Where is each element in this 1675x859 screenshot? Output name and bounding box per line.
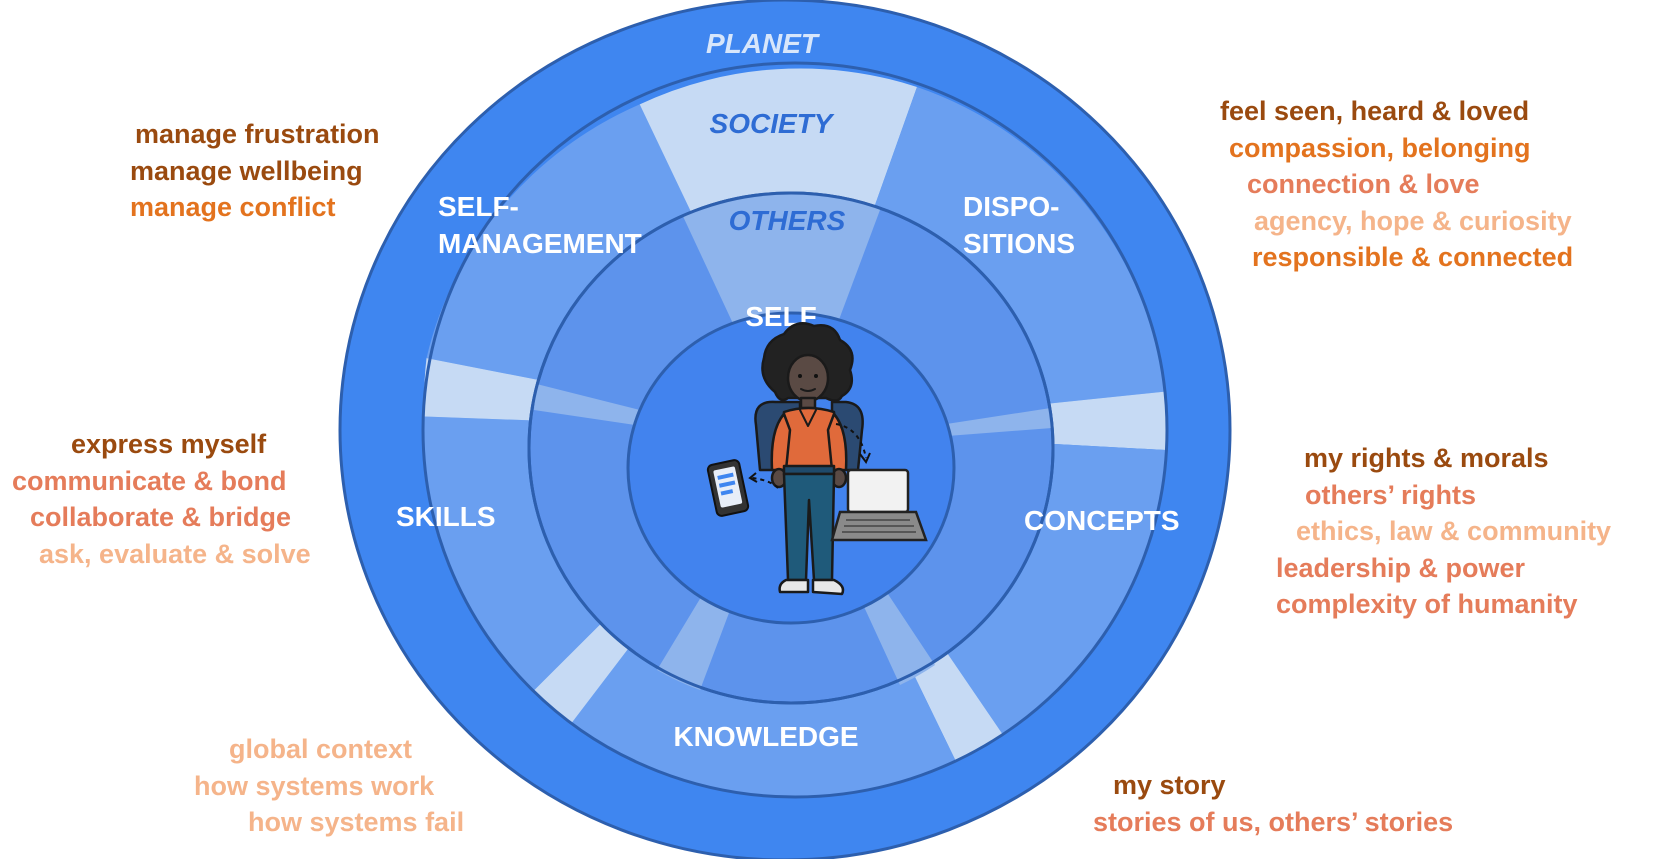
outcome-item: collaborate & bridge	[30, 502, 292, 532]
outcome-item: leadership & power	[1276, 552, 1526, 583]
arrow-to-phone	[751, 477, 779, 489]
segment-label-self-management-2: MANAGEMENT	[438, 228, 642, 259]
segment-label-knowledge: KNOWLEDGE	[673, 721, 858, 752]
segment-label-dispositions-2: SITIONS	[963, 228, 1075, 259]
student-icon	[754, 322, 864, 596]
outcome-item: global context	[229, 734, 413, 764]
outcome-item: stories of us, others’ stories	[1093, 806, 1454, 837]
outcome-item: compassion, belonging	[1229, 132, 1531, 163]
outcome-item: express myself	[71, 429, 267, 459]
outcome-item: manage frustration	[135, 119, 380, 149]
outcome-item: manage wellbeing	[130, 155, 363, 186]
segment-label-dispositions-1: DISPO-	[963, 191, 1059, 222]
outcome-item: how systems work	[194, 770, 435, 801]
laptop-icon	[830, 468, 928, 542]
outcomes-knowledge: global context how systems work how syst…	[194, 731, 464, 841]
outcome-item: connection & love	[1247, 169, 1480, 199]
layer-label-others: OTHERS	[729, 205, 846, 236]
outcome-item: others’ rights	[1305, 479, 1477, 510]
segment-label-skills: SKILLS	[396, 501, 496, 532]
outcomes-story: my story stories of us, others’ stories	[1093, 767, 1453, 840]
outcomes-self-management: manage frustration manage wellbeing mana…	[130, 116, 380, 226]
outcome-item: how systems fail	[248, 807, 465, 837]
outcomes-dispositions: feel seen, heard & loved compassion, bel…	[1220, 93, 1573, 276]
arrow-to-laptop	[835, 423, 867, 459]
outcome-item: my rights & morals	[1304, 443, 1549, 473]
outcome-item: complexity of humanity	[1276, 589, 1578, 619]
layer-label-planet: PLANET	[706, 28, 821, 59]
outcome-item: agency, hope & curiosity	[1254, 205, 1572, 236]
outcome-item: responsible & connected	[1252, 242, 1574, 272]
outcomes-skills: express myself communicate & bond collab…	[12, 426, 311, 572]
layer-label-society: SOCIETY	[710, 108, 835, 139]
outcome-item: ask, evaluate & solve	[39, 538, 311, 569]
outcome-item: communicate & bond	[12, 465, 287, 496]
segment-label-self-management-1: SELF-	[438, 191, 519, 222]
outcomes-concepts: my rights & morals others’ rights ethics…	[1276, 440, 1611, 623]
outcome-item: my story	[1113, 770, 1226, 800]
outcome-item: feel seen, heard & loved	[1220, 96, 1530, 126]
segment-label-concepts: CONCEPTS	[1024, 505, 1180, 536]
smartphone-icon	[706, 459, 750, 517]
outcome-item: ethics, law & community	[1296, 516, 1612, 546]
outcome-item: manage conflict	[130, 192, 336, 222]
